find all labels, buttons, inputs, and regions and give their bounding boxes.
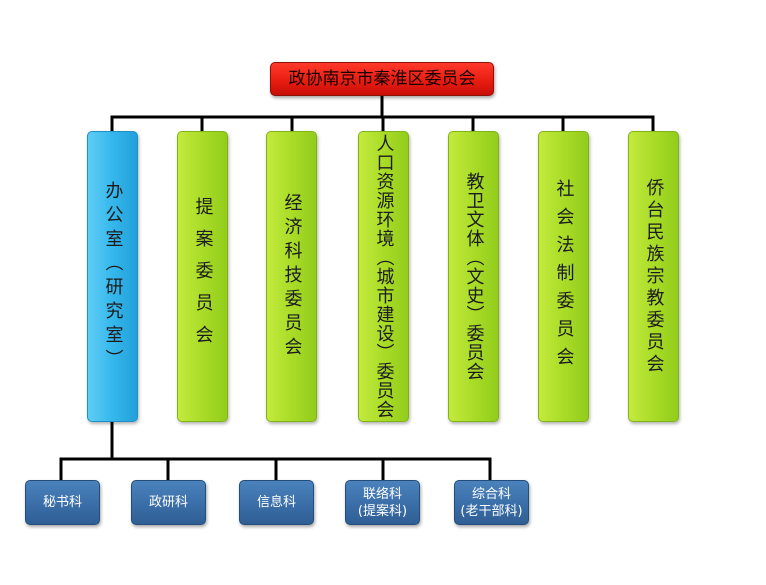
node-office: 办公室（研究室） [87,131,138,422]
node-overseas-committee: 侨台民族宗教委员会 [628,131,679,422]
node-secretary-section-label: 秘书科 [42,495,82,510]
node-education-committee: 教卫文体（文史）委员会 [448,131,499,422]
root-node: 政协南京市秦淮区委员会 [270,62,494,96]
node-law-committee: 社会法制委员会 [538,131,589,422]
node-info-section: 信息科 [239,480,314,525]
node-population-committee-label: 人口资源环境（城市建设）委员会 [373,134,395,419]
node-general-section: 综合科 (老干部科) [454,480,529,525]
node-education-committee-label: 教卫文体（文史）委员会 [463,172,485,381]
node-liaison-section: 联络科 (提案科) [345,480,420,525]
node-info-section-label: 信息科 [256,495,296,510]
node-secretary-section: 秘书科 [25,480,100,525]
node-general-section-sublabel: (老干部科) [460,503,523,519]
node-population-committee: 人口资源环境（城市建设）委员会 [358,131,409,422]
node-economy-committee: 经济科技委员会 [266,131,317,422]
node-proposal-committee: 提案委员会 [177,131,228,422]
node-liaison-section-label: 联络科 [362,486,402,502]
node-overseas-committee-label: 侨台民族宗教委员会 [643,177,665,376]
node-proposal-committee-label: 提案委员会 [192,196,214,357]
node-policy-section-label: 政研科 [148,495,188,510]
node-law-committee-label: 社会法制委员会 [553,178,575,375]
node-liaison-section-sublabel: (提案科) [357,503,408,519]
root-label: 政协南京市秦淮区委员会 [288,69,476,89]
node-economy-committee-label: 经济科技委员会 [281,192,303,361]
node-office-label: 办公室（研究室） [102,180,124,373]
node-general-section-label: 综合科 [471,486,511,502]
node-policy-section: 政研科 [131,480,206,525]
